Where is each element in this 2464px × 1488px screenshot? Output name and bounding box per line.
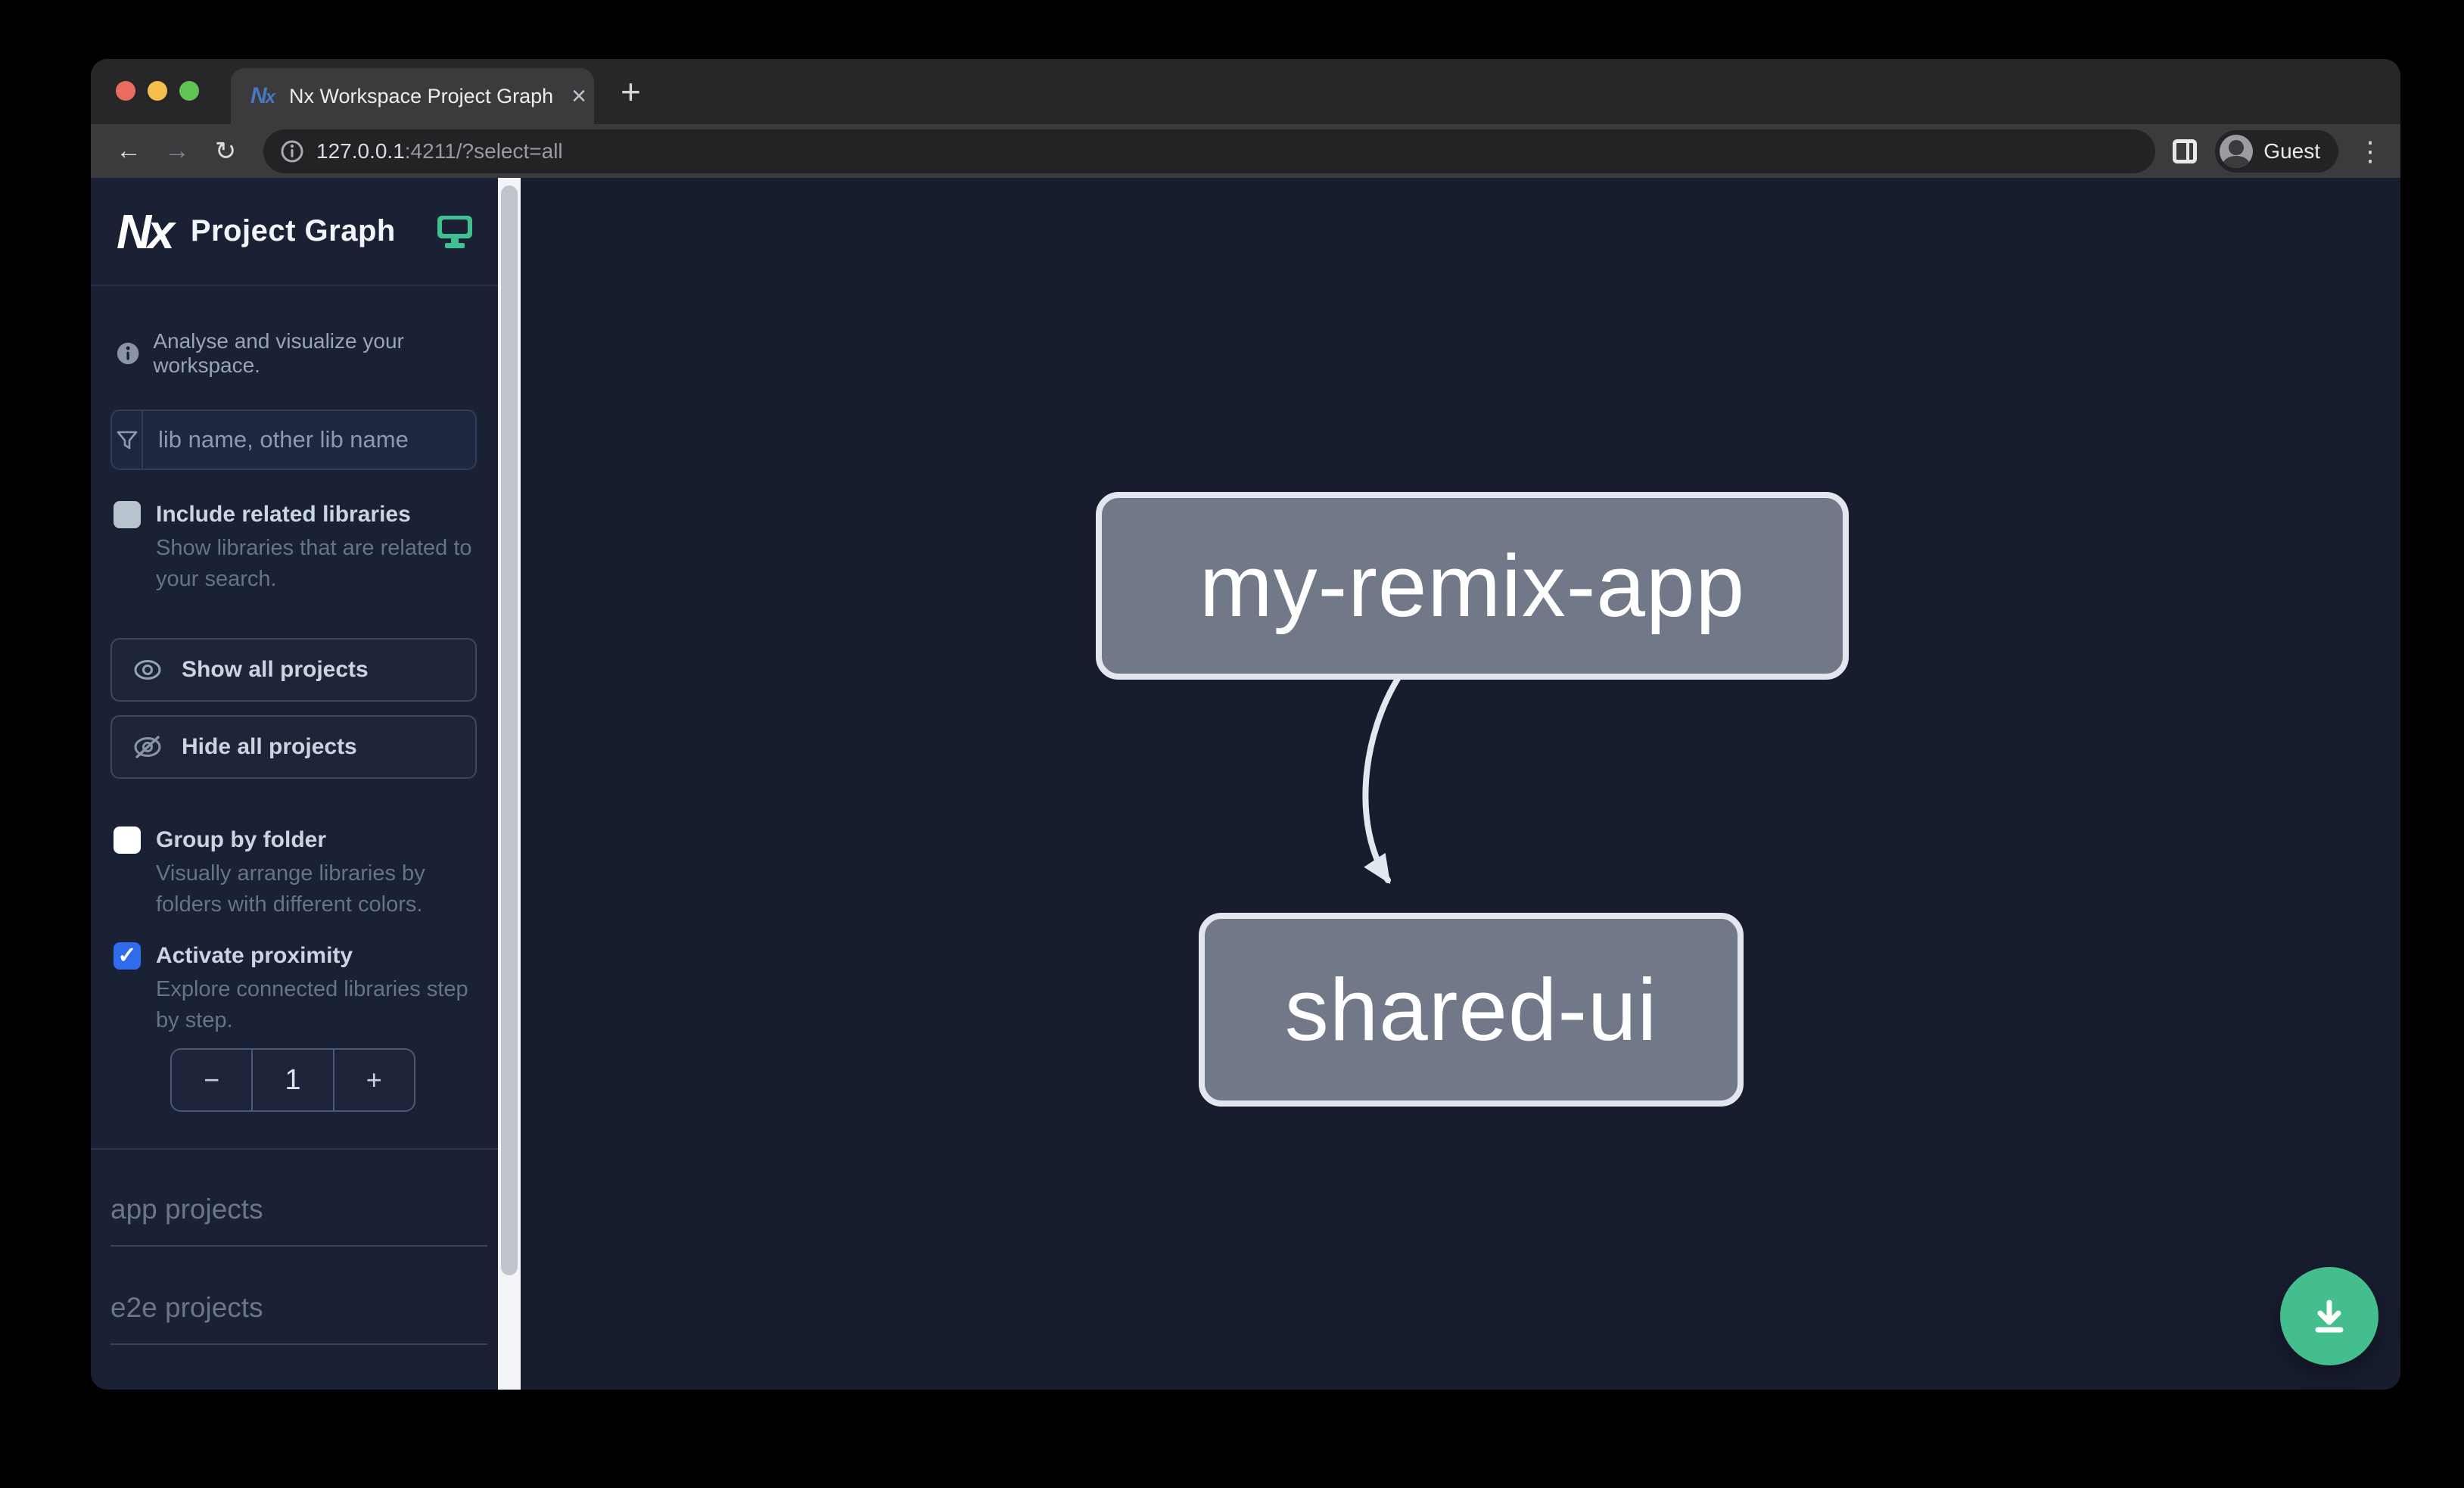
option-description: Visually arrange libraries by folders wi… [156, 861, 425, 917]
sidebar: Nx Project Graph Analyse and visualize y… [91, 178, 498, 1390]
stepper-increment-button[interactable]: + [332, 1050, 414, 1110]
reload-icon[interactable]: ↻ [214, 136, 237, 166]
proximity-stepper: − 1 + [170, 1048, 415, 1112]
nx-favicon-icon: Nx [250, 83, 275, 108]
page-content: Nx Project Graph Analyse and visualize y… [91, 178, 2400, 1390]
profile-button[interactable]: Guest [2215, 129, 2338, 173]
download-icon [2315, 1300, 2344, 1333]
node-label: shared-ui [1284, 960, 1658, 1059]
eye-icon [134, 660, 161, 680]
tagline-text: Analyse and visualize your workspace. [153, 329, 404, 377]
scrollbar-thumb[interactable] [501, 185, 518, 1275]
group-by-folder-checkbox[interactable] [114, 826, 141, 854]
url-bar[interactable]: 127.0.0.1:4211/?select=all [263, 129, 2155, 173]
option-label: Group by folder [156, 827, 326, 852]
graph-node-my-remix-app[interactable]: my-remix-app [1096, 492, 1849, 680]
page-title: Project Graph [190, 214, 396, 247]
option-label: Include related libraries [156, 502, 411, 527]
stepper-decrement-button[interactable]: − [204, 1064, 220, 1095]
option-include-related: Include related libraries Show libraries… [114, 500, 481, 595]
graph-edges [1362, 672, 1403, 885]
back-icon[interactable]: ← [116, 136, 142, 165]
tab-close-icon[interactable]: × [571, 82, 587, 111]
option-activate-proximity: ✓ Activate proximity Explore connected l… [114, 941, 481, 1036]
info-icon [117, 342, 139, 365]
url-path: :4211/?select=all [404, 139, 563, 163]
minimize-window-button[interactable] [148, 81, 167, 101]
nx-logo: Nx [117, 204, 175, 259]
browser-tab[interactable]: Nx Nx Workspace Project Graph × [231, 68, 594, 124]
fullscreen-window-button[interactable] [179, 81, 199, 101]
browser-window: Nx Nx Workspace Project Graph × + ← → ↻ … [91, 59, 2400, 1390]
new-tab-button[interactable]: + [621, 72, 641, 111]
monitor-icon[interactable] [437, 215, 472, 248]
eye-off-icon [134, 736, 161, 758]
search-box [110, 409, 477, 470]
stepper-value[interactable]: 1 [251, 1050, 332, 1110]
hide-all-projects-button[interactable]: Hide all projects [110, 715, 477, 779]
activate-proximity-checkbox[interactable]: ✓ [114, 942, 141, 970]
url-text: 127.0.0.1:4211/?select=all [316, 139, 563, 163]
avatar-icon [2220, 134, 2254, 168]
include-related-checkbox[interactable] [114, 501, 141, 528]
site-info-icon[interactable] [280, 139, 304, 163]
sidebar-header: Nx Project Graph [91, 178, 498, 286]
side-panel-icon[interactable] [2173, 139, 2198, 163]
show-all-projects-label: Show all projects [182, 657, 369, 682]
profile-label: Guest [2263, 139, 2320, 163]
browser-toolbar: ← → ↻ 127.0.0.1:4211/?select=all Guest ⋮ [91, 124, 2400, 178]
tab-title: Nx Workspace Project Graph [289, 84, 554, 107]
section-e2e-projects[interactable]: e2e projects [110, 1292, 487, 1345]
option-group-by-folder: Group by folder Visually arrange librari… [114, 825, 481, 920]
toolbar-right: Guest ⋮ [2173, 129, 2384, 173]
node-label: my-remix-app [1199, 537, 1745, 635]
graph-canvas[interactable]: my-remix-app shared-ui [521, 178, 2400, 1390]
option-description: Explore connected libraries step by step… [156, 977, 468, 1032]
download-graph-button[interactable] [2280, 1267, 2378, 1365]
tagline-row: Analyse and visualize your workspace. [117, 329, 498, 378]
window-controls [116, 81, 199, 101]
graph-edge [1362, 672, 1403, 885]
url-host: 127.0.0.1 [316, 139, 405, 163]
forward-icon[interactable]: → [164, 136, 190, 165]
sidebar-scrollbar[interactable] [498, 178, 521, 1390]
tab-strip: Nx Nx Workspace Project Graph × + [91, 59, 2400, 124]
sidebar-divider [91, 1148, 498, 1150]
close-window-button[interactable] [116, 81, 135, 101]
search-input[interactable] [143, 411, 475, 469]
section-app-projects[interactable]: app projects [110, 1194, 487, 1247]
option-label: Activate proximity [156, 943, 353, 968]
filter-icon [112, 411, 143, 469]
graph-node-shared-ui[interactable]: shared-ui [1199, 913, 1744, 1107]
hide-all-projects-label: Hide all projects [182, 734, 357, 759]
option-description: Show libraries that are related to your … [156, 536, 472, 591]
browser-menu-icon[interactable]: ⋮ [2357, 135, 2384, 167]
show-all-projects-button[interactable]: Show all projects [110, 638, 477, 702]
